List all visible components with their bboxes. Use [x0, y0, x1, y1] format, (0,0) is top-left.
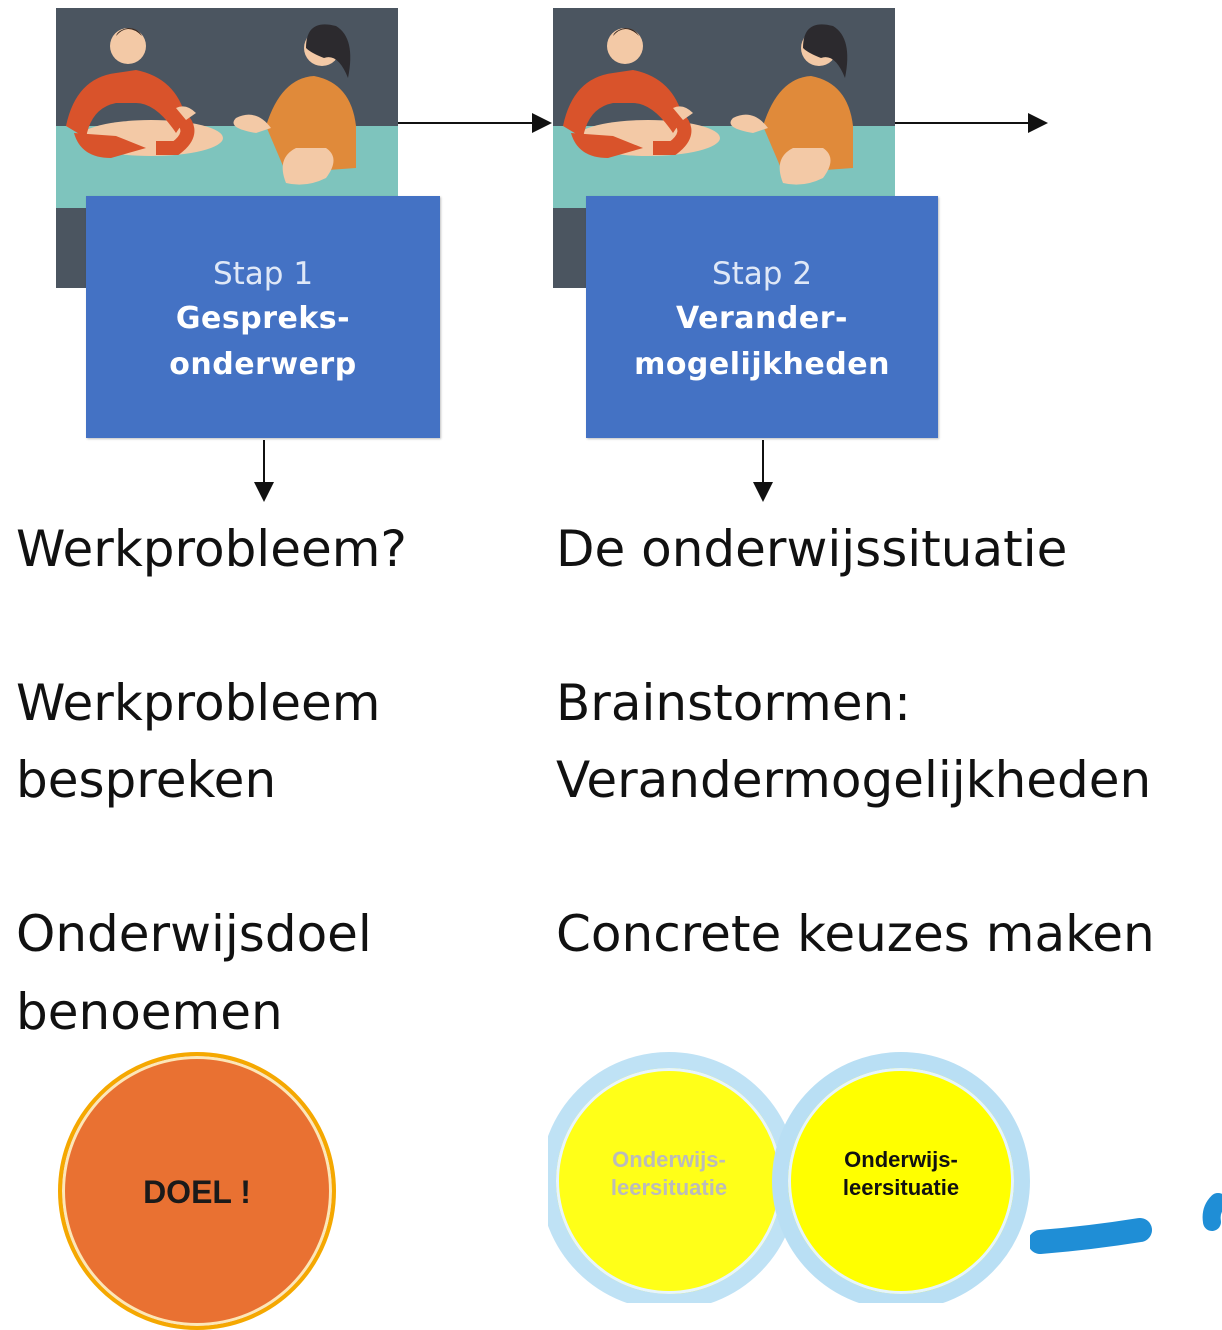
step-1-title-line2: onderwerp — [169, 347, 357, 382]
situation-circle-left: Onderwijs- leersituatie — [548, 1052, 798, 1303]
situation-circles: Onderwijs- leersituatie Onderwijs- leers… — [548, 1048, 1038, 1303]
col2-item-concrete-keuzes: Concrete keuzes maken — [556, 905, 1155, 963]
flow-connectors — [254, 113, 1048, 502]
situation-right-label-line2: leersituatie — [842, 1175, 960, 1200]
conversation-illustration-1 — [56, 8, 398, 288]
step-2-title-line2: mogelijkheden — [634, 347, 890, 382]
goal-label: DOEL ! — [143, 1174, 251, 1210]
step-1-title-line1: Gespreks- — [175, 301, 351, 336]
situation-circle-right: Onderwijs- leersituatie — [772, 1052, 1030, 1303]
situation-right-label-line1: Onderwijs- — [844, 1147, 958, 1172]
blue-squiggle-decoration — [1030, 1193, 1222, 1254]
step-1-number: Stap 1 — [212, 256, 314, 292]
situation-left-label-line2: leersituatie — [610, 1175, 728, 1200]
step-2-title-line1: Verander- — [676, 301, 848, 336]
step-2-box: Stap 2 Verander- mogelijkheden — [586, 196, 938, 438]
col2-item-brainstormen-line2: Verandermogelijkheden — [556, 751, 1152, 809]
goal-circle: DOEL ! — [58, 1052, 336, 1330]
step-2-number: Stap 2 — [711, 256, 813, 292]
col1-item-werkprobleem-line2: bespreken — [16, 751, 277, 809]
col2-item-brainstormen-line1: Brainstormen: — [556, 674, 912, 732]
situation-left-label-line1: Onderwijs- — [612, 1147, 726, 1172]
col1-item-werkprobleem-question: Werkprobleem? — [16, 520, 407, 578]
col1-item-werkprobleem-line1: Werkprobleem — [16, 674, 381, 732]
step-1-box: Stap 1 Gespreks- onderwerp — [86, 196, 440, 438]
col1-item-onderwijsdoel-line1: Onderwijsdoel — [16, 905, 372, 963]
col2-item-onderwijssituatie: De onderwijssituatie — [556, 520, 1068, 578]
col1-item-onderwijsdoel-line2: benoemen — [16, 983, 283, 1041]
